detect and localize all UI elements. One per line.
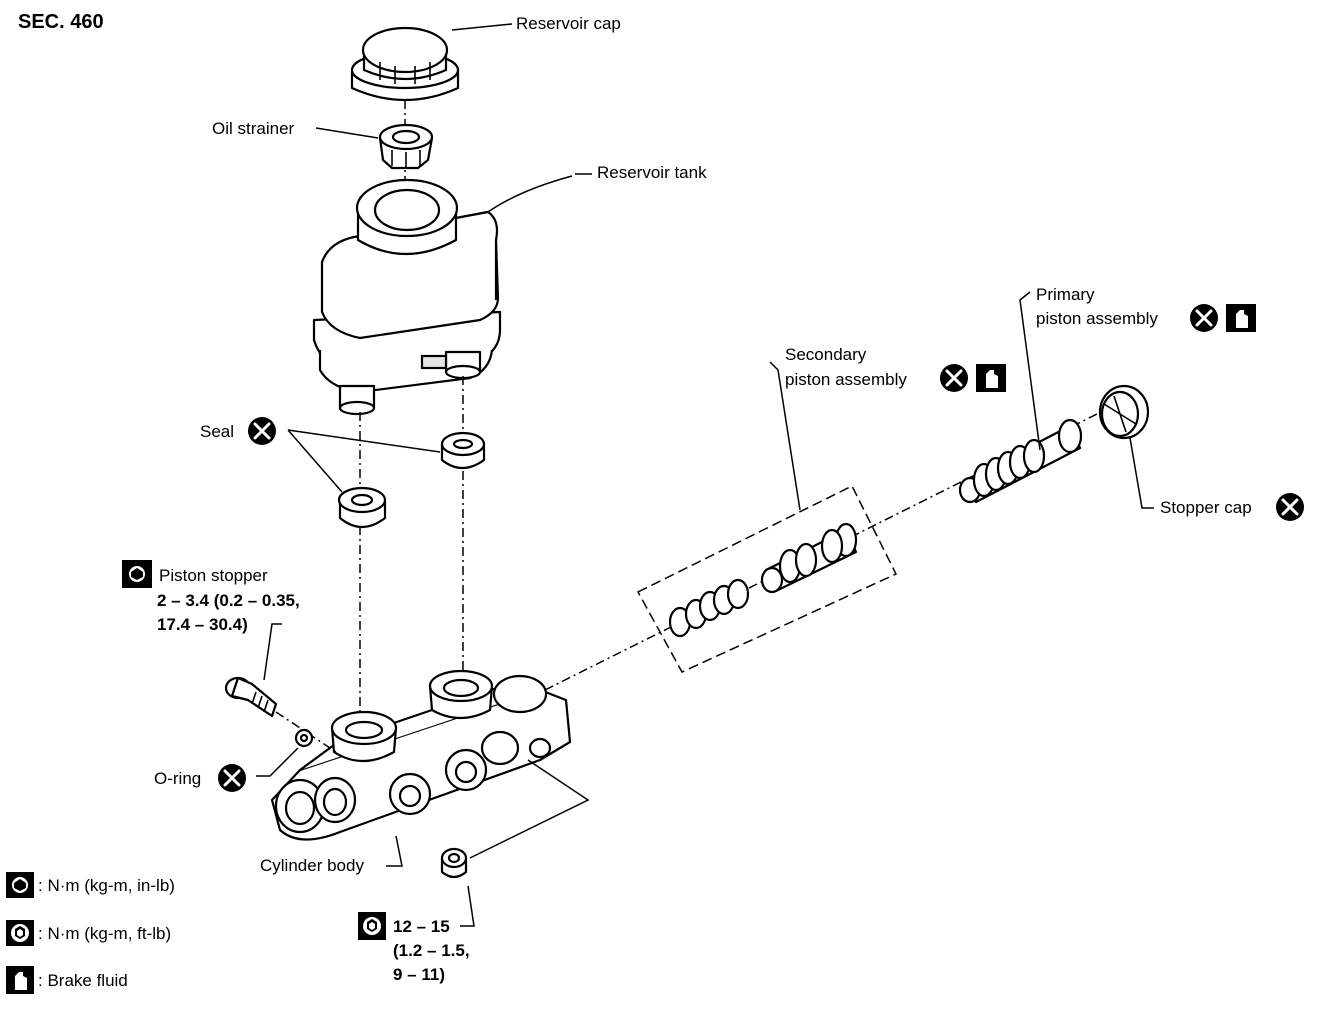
seal-leaders: [287, 429, 441, 493]
piston-stopper-label: Piston stopper: [159, 566, 268, 585]
reservoir-tank: [312, 178, 502, 416]
reservoir-cap-leader: [451, 23, 513, 31]
brake-fluid-icon: [1226, 304, 1256, 332]
cylinder-body-leader: [386, 835, 403, 867]
cylinder-body: [270, 669, 572, 841]
bottom-bolt-torque-line1: 12 – 15: [393, 917, 450, 936]
primary-piston-leader: [1019, 291, 1041, 451]
oil-strainer-label: Oil strainer: [212, 119, 295, 138]
primary-piston-label-line1: Primary: [1036, 285, 1095, 304]
reservoir-tank-label: Reservoir tank: [597, 163, 707, 182]
torque-ft-lb-icon: [358, 912, 386, 940]
legend: : N·m (kg-m, in-lb) : N·m (kg-m, ft-lb) …: [6, 872, 175, 994]
reservoir-cap-label: Reservoir cap: [516, 14, 621, 33]
cylinder-body-label: Cylinder body: [260, 856, 364, 875]
reservoir-cap: [350, 26, 460, 102]
do-not-reuse-icon: [248, 417, 276, 445]
primary-piston-assembly: [958, 418, 1083, 504]
brake-fluid-icon: [976, 364, 1006, 392]
legend-item-brake-fluid: : Brake fluid: [38, 971, 128, 990]
seal-right: [440, 431, 486, 470]
o-ring-leader: [256, 747, 299, 777]
piston-stopper-bolt: [224, 676, 278, 718]
seal-label: Seal: [200, 422, 234, 441]
secondary-piston-assembly: [668, 522, 858, 638]
torque-in-lb-icon: [122, 560, 152, 588]
do-not-reuse-icon: [218, 764, 246, 792]
section-title: SEC. 460: [18, 11, 104, 33]
torque-ft-lb-icon: [6, 920, 34, 946]
stopper-cap: [1098, 384, 1150, 440]
legend-item-ft-lb: : N·m (kg-m, ft-lb): [38, 924, 171, 943]
do-not-reuse-icon: [940, 364, 968, 392]
stopper-cap-leader: [1129, 437, 1154, 509]
oil-strainer-leader: [315, 127, 379, 139]
piston-stopper-leader: [263, 623, 282, 681]
do-not-reuse-icon: [1190, 304, 1218, 332]
piston-stopper-torque-line2: 17.4 – 30.4): [157, 615, 248, 634]
secondary-piston-leader: [769, 361, 801, 511]
oil-strainer: [378, 123, 434, 170]
brake-fluid-icon: [6, 966, 34, 994]
stopper-cap-label: Stopper cap: [1160, 498, 1252, 517]
torque-in-lb-icon: [6, 872, 34, 898]
secondary-piston-label-line2: piston assembly: [785, 370, 907, 389]
centerline-stopper: [275, 711, 337, 753]
o-ring-label: O-ring: [154, 769, 201, 788]
secondary-piston-label-line1: Secondary: [785, 345, 867, 364]
reservoir-tank-leader: [487, 175, 573, 213]
bottom-bolt-torque-line3: 9 – 11): [393, 965, 445, 984]
piston-stopper-torque-line1: 2 – 3.4 (0.2 – 0.35,: [157, 591, 300, 610]
secondary-piston-box: [636, 484, 898, 673]
primary-piston-label-line2: piston assembly: [1036, 309, 1158, 328]
o-ring: [294, 728, 314, 748]
bottom-bolt-leader: [469, 759, 590, 859]
bottom-bolt-torque-leader: [460, 885, 475, 927]
legend-item-in-lb: : N·m (kg-m, in-lb): [38, 876, 175, 895]
seal-left: [337, 486, 387, 529]
bottom-bolt-torque-line2: (1.2 – 1.5,: [393, 941, 470, 960]
do-not-reuse-icon: [1276, 493, 1304, 521]
bottom-bolt: [440, 847, 468, 879]
